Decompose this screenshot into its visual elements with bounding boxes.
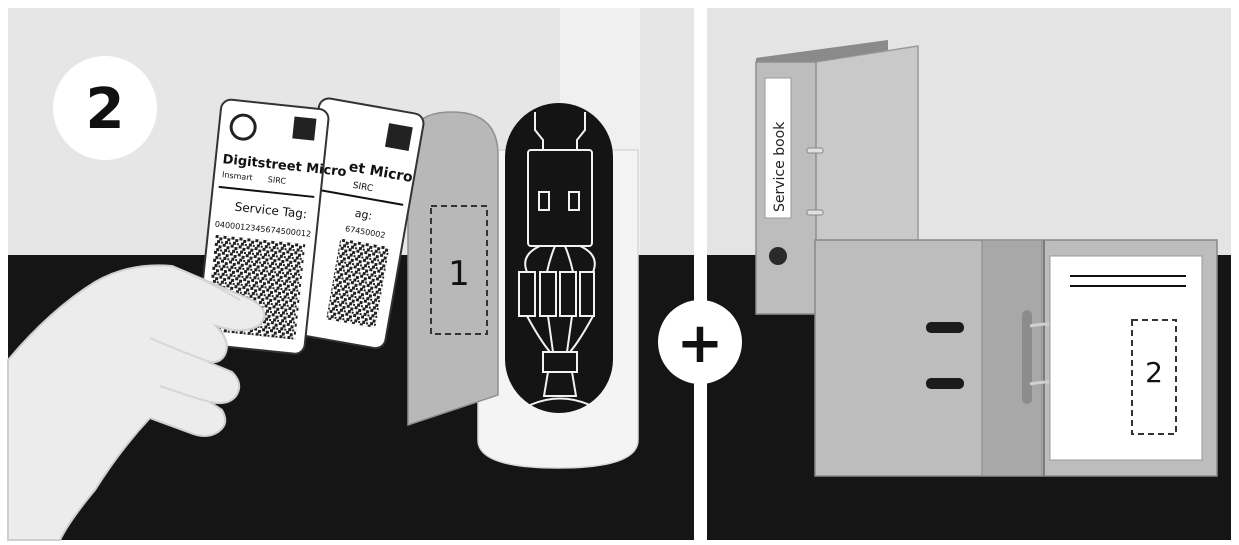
label-slot-1 [430,205,488,335]
tag-back-logo-icon [384,123,413,151]
tag-back-qr-code [326,238,390,328]
binder-ring-slot-top [926,322,964,333]
tag-back-sub-right: SIRC [352,181,374,194]
label-slot-2 [1131,319,1177,435]
tag-back-service-label: ag: [354,207,373,223]
left-panel: 2 1 [7,8,694,541]
right-panel: Service book 2 [707,8,1231,540]
usb-connector-outline [518,112,596,406]
plus-icon: + [677,311,724,376]
plus-badge: + [658,300,742,384]
label-slot-1-number: 1 [448,254,470,294]
binder-spine-label: Service book [772,121,788,212]
spine-label-card [764,77,792,219]
binder-top-edge [756,40,888,68]
panel-divider [694,0,707,545]
tag-front-sub-left: Insmart [222,170,253,182]
spine-clip-top [806,147,824,154]
step-badge-circle [53,56,157,160]
tag-front-logo-icon [229,113,257,141]
product-cavity [505,103,613,413]
label-slot-2-number: 2 [1145,356,1163,389]
open-binder: 2 [814,239,1218,477]
cavity [505,103,613,413]
step-badge-number: 2 [86,77,125,142]
tag-front-sub-right: SIRC [267,175,286,186]
spine-clip-bottom [806,209,824,216]
tag-front-badge-icon [292,116,317,141]
binder-lever-bar [1022,310,1032,404]
spine-finger-hole [769,247,787,265]
binder-ring-slot-bottom [926,378,964,389]
plus-badge-circle [658,300,742,384]
product-flap: 1 [407,111,499,427]
open-binder-spine [981,239,1043,477]
step-badge: 2 [53,56,157,160]
hand [7,264,266,541]
